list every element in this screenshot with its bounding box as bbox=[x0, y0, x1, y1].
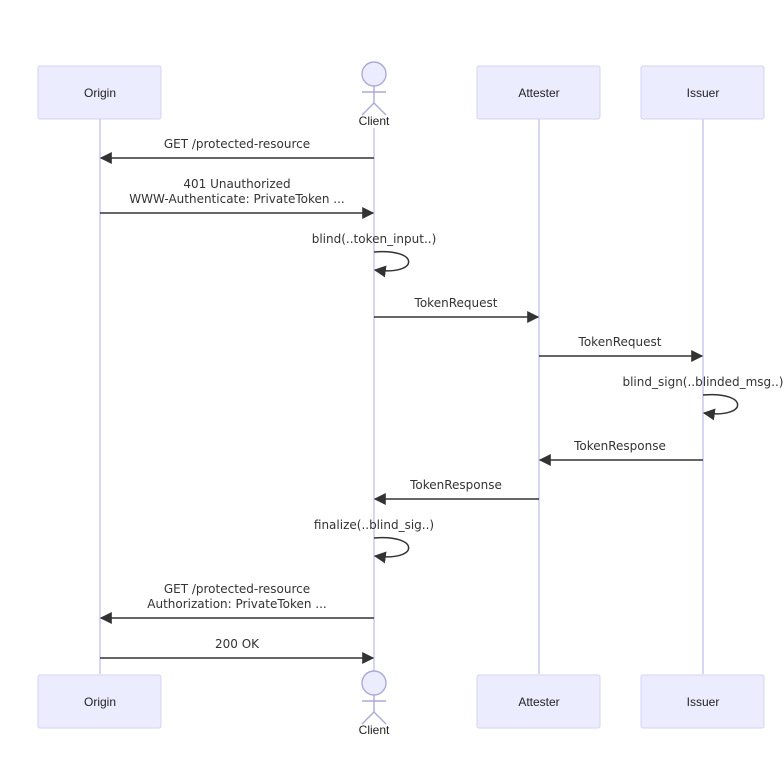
actor-attester-top-label: Attester bbox=[518, 86, 559, 100]
actor-client-bottom: Client bbox=[359, 670, 390, 737]
actor-issuer-bottom: Issuer bbox=[640, 674, 765, 729]
actor-issuer-bottom-label: Issuer bbox=[687, 695, 720, 709]
actor-attester-top: Attester bbox=[476, 65, 601, 120]
actor-attester-bottom-label: Attester bbox=[518, 695, 559, 709]
message-6-label: blind_sign(..blinded_msg..) bbox=[622, 375, 783, 389]
actor-issuer-top: Issuer bbox=[640, 65, 765, 120]
actor-issuer-top-label: Issuer bbox=[687, 86, 720, 100]
message-8-label: TokenResponse bbox=[409, 478, 502, 492]
actor-client-top: Client bbox=[359, 61, 390, 128]
message-4-label: TokenRequest bbox=[414, 296, 498, 310]
actor-origin-bottom-label: Origin bbox=[84, 695, 116, 709]
actor-client-top-label: Client bbox=[359, 114, 390, 128]
message-9-label: finalize(..blind_sig..) bbox=[314, 518, 434, 532]
actor-origin-bottom: Origin bbox=[37, 674, 162, 729]
client-head-icon bbox=[361, 61, 387, 87]
message-3-self-arrow bbox=[373, 250, 410, 278]
actor-origin-top-label: Origin bbox=[84, 86, 116, 100]
actor-attester-bottom: Attester bbox=[476, 674, 601, 729]
message-9-self-arrow bbox=[373, 536, 410, 564]
message-11-label: 200 OK bbox=[215, 637, 260, 651]
actor-client-bottom-label: Client bbox=[359, 723, 390, 737]
message-5-label: TokenRequest bbox=[578, 335, 662, 349]
message-3-label: blind(..token_input..) bbox=[312, 232, 437, 246]
message-7-label: TokenResponse bbox=[573, 439, 666, 453]
message-1-label: GET /protected-resource bbox=[164, 137, 310, 151]
message-6-self-arrow bbox=[702, 393, 739, 421]
message-10-label-line1: GET /protected-resource bbox=[164, 582, 310, 596]
message-2-label-line2: WWW-Authenticate: PrivateToken ... bbox=[129, 192, 344, 206]
client-bottom-head-icon bbox=[361, 670, 387, 696]
message-2-label-line1: 401 Unauthorized bbox=[183, 177, 290, 191]
message-10-label-line2: Authorization: PrivateToken ... bbox=[147, 597, 326, 611]
actor-origin-top: Origin bbox=[37, 65, 162, 120]
